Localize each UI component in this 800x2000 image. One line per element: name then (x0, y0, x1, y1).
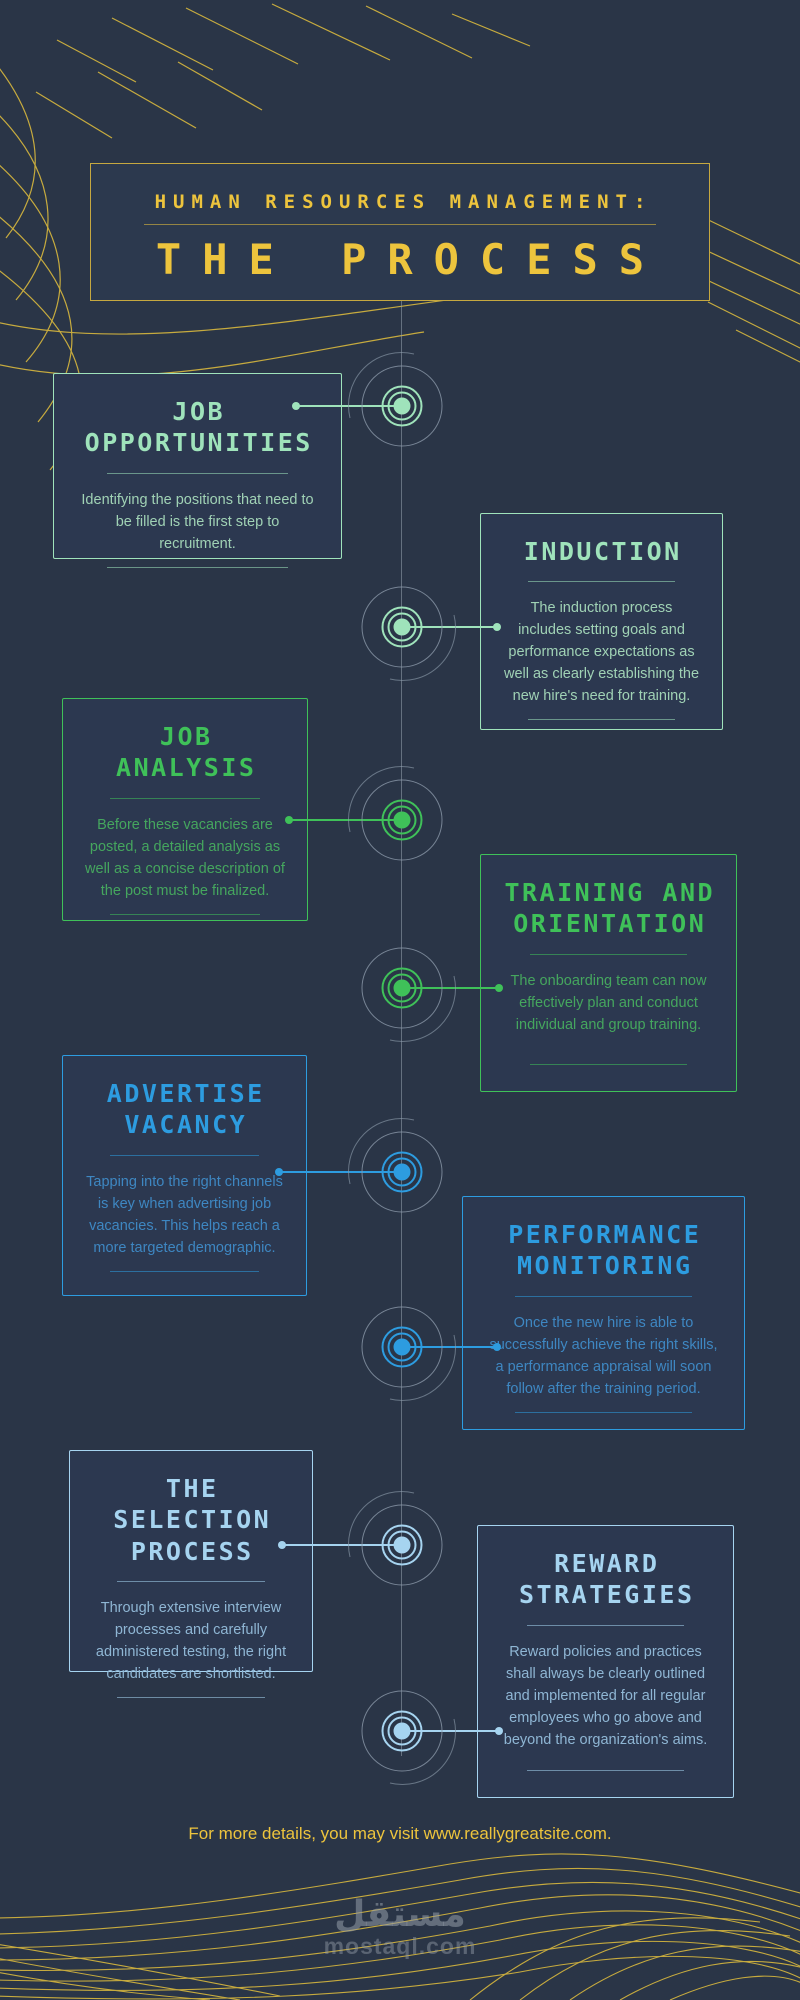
stage-title: TRAINING AND ORIENTATION (504, 878, 716, 939)
connector-line (278, 1541, 402, 1549)
watermark-arabic: مستقل (334, 1894, 466, 1935)
stage-card-induction: INDUCTION The induction process includes… (480, 513, 723, 730)
page-title: THE PROCESS (155, 235, 666, 284)
stage-description: Tapping into the right channels is key w… (86, 1173, 283, 1256)
timeline-node-icon (342, 567, 462, 687)
divider (529, 953, 688, 955)
stage-title: JOB ANALYSIS (116, 722, 257, 783)
divider (515, 1411, 692, 1413)
divider (107, 472, 288, 474)
stage-card-selection-process: THE SELECTION PROCESS Through extensive … (69, 1450, 313, 1698)
divider (515, 1295, 692, 1297)
stage-title: JOB OPPORTUNITIES (84, 397, 313, 458)
stage-card-training-orientation: TRAINING AND ORIENTATION The onboarding … (480, 854, 737, 1092)
divider (107, 566, 288, 568)
divider (526, 1770, 685, 1771)
timeline-line (401, 301, 402, 1756)
stage-card-job-opportunities: JOB OPPORTUNITIES Identifying the positi… (53, 373, 342, 568)
watermark: مستقل mostaql.com (0, 1896, 800, 1958)
stage-description: Before these vacancies are posted, a det… (85, 816, 285, 899)
stage-description: The onboarding team can now effectively … (510, 972, 707, 1033)
title-divider (144, 224, 656, 225)
timeline-node-icon (342, 928, 462, 1048)
divider (110, 797, 260, 799)
timeline-node-icon (342, 1485, 462, 1605)
divider (527, 581, 676, 583)
connector-dot (278, 1541, 286, 1549)
stage-title: ADVERTISE VACANCY (106, 1079, 265, 1140)
stage-title: INDUCTION (523, 537, 682, 566)
stage-description: Through extensive interview processes an… (95, 1599, 287, 1682)
timeline-node-icon (342, 1112, 462, 1232)
stage-card-performance-monitoring: PERFORMANCE MONITORING Once the new hire… (462, 1196, 745, 1430)
watermark-latin: mostaql.com (323, 1932, 477, 1959)
connector-dot (292, 402, 300, 410)
connector-line (402, 1343, 501, 1351)
divider (116, 1580, 266, 1582)
connector-dot (495, 1727, 503, 1735)
stage-description: The induction process includes setting g… (503, 600, 700, 705)
timeline-node-icon (342, 346, 462, 466)
divider (529, 1064, 688, 1065)
title-panel: HUMAN RESOURCES MANAGEMENT: THE PROCESS (90, 163, 710, 301)
connector-line (292, 402, 402, 410)
timeline-node-icon (342, 1287, 462, 1407)
connector-line (275, 1168, 402, 1176)
stage-title: PERFORMANCE MONITORING (508, 1220, 702, 1281)
connector-line (285, 816, 402, 824)
title-kicker: HUMAN RESOURCES MANAGEMENT: (154, 191, 653, 213)
stage-title: THE SELECTION PROCESS (113, 1474, 272, 1566)
connector-line (402, 1727, 503, 1735)
stage-card-job-analysis: JOB ANALYSIS Before these vacancies are … (62, 698, 308, 921)
stage-description: Identifying the positions that need to b… (81, 491, 314, 552)
divider (109, 1154, 260, 1156)
stage-card-reward-strategies: REWARD STRATEGIES Reward policies and pr… (477, 1525, 734, 1798)
divider (527, 719, 676, 721)
connector-dot (285, 816, 293, 824)
stage-description: Reward policies and practices shall alwa… (503, 1643, 708, 1748)
divider (526, 1624, 685, 1626)
connector-dot (495, 984, 503, 992)
connector-line (402, 984, 503, 992)
connector-dot (493, 1343, 501, 1351)
footer-text: For more details, you may visit www.real… (188, 1824, 612, 1843)
connector-dot (275, 1168, 283, 1176)
divider (110, 913, 260, 915)
stage-description: Once the new hire is able to successfull… (489, 1314, 718, 1397)
connector-dot (493, 623, 501, 631)
connector-line (402, 623, 501, 631)
timeline-node-icon (342, 1671, 462, 1791)
timeline-node-icon (342, 760, 462, 880)
stage-title: REWARD STRATEGIES (518, 1549, 695, 1610)
divider (109, 1270, 260, 1272)
stage-card-advertise-vacancy: ADVERTISE VACANCY Tapping into the right… (62, 1055, 307, 1296)
divider (116, 1696, 266, 1698)
